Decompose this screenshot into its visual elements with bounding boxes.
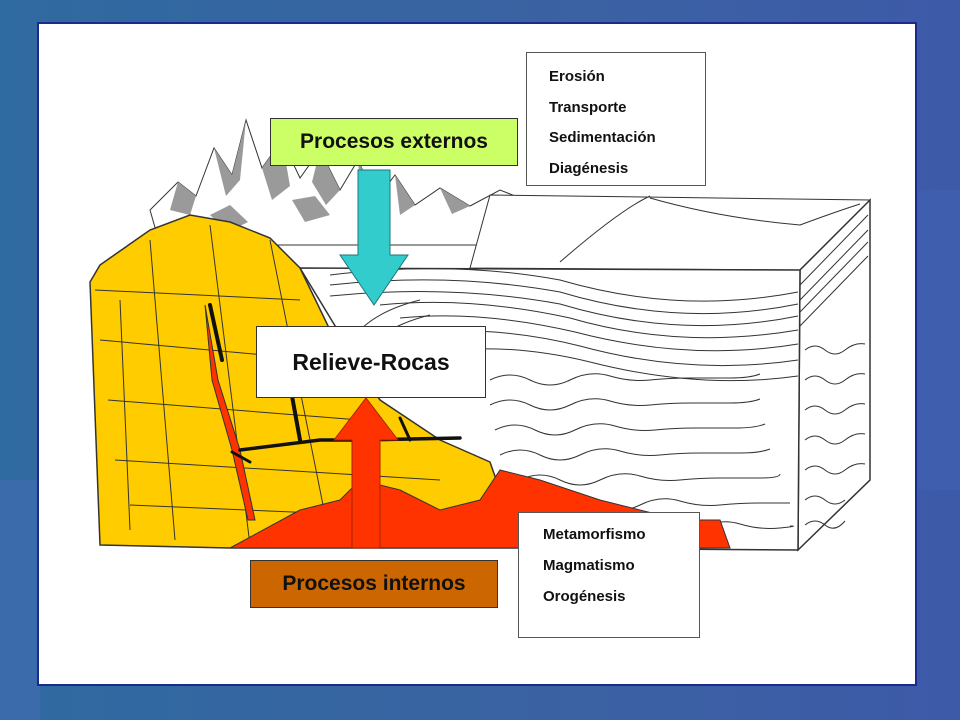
block-top-surface <box>469 194 872 271</box>
list-item: Magmatismo <box>543 557 635 574</box>
external-processes-list: Erosión Transporte Sedimentación Diagéne… <box>526 52 706 186</box>
strata-lines <box>329 268 799 534</box>
down-arrow <box>339 169 409 306</box>
background-stripe-right <box>918 190 960 490</box>
internal-processes-list: Metamorfismo Magmatismo Orogénesis <box>518 512 700 638</box>
list-item: Diagénesis <box>549 159 629 177</box>
list-item: Erosión <box>549 68 605 85</box>
procesos-internos-box: Procesos internos <box>250 560 498 608</box>
list-item: Sedimentación <box>549 129 656 146</box>
background-stripe-left <box>0 480 40 720</box>
list-item: Metamorfismo <box>543 526 646 543</box>
procesos-externos-box: Procesos externos <box>270 118 518 166</box>
up-arrow <box>332 397 400 549</box>
list-item: Orogénesis <box>543 588 626 605</box>
relieve-rocas-box: Relieve-Rocas <box>256 326 486 398</box>
list-item: Transporte <box>549 98 627 116</box>
